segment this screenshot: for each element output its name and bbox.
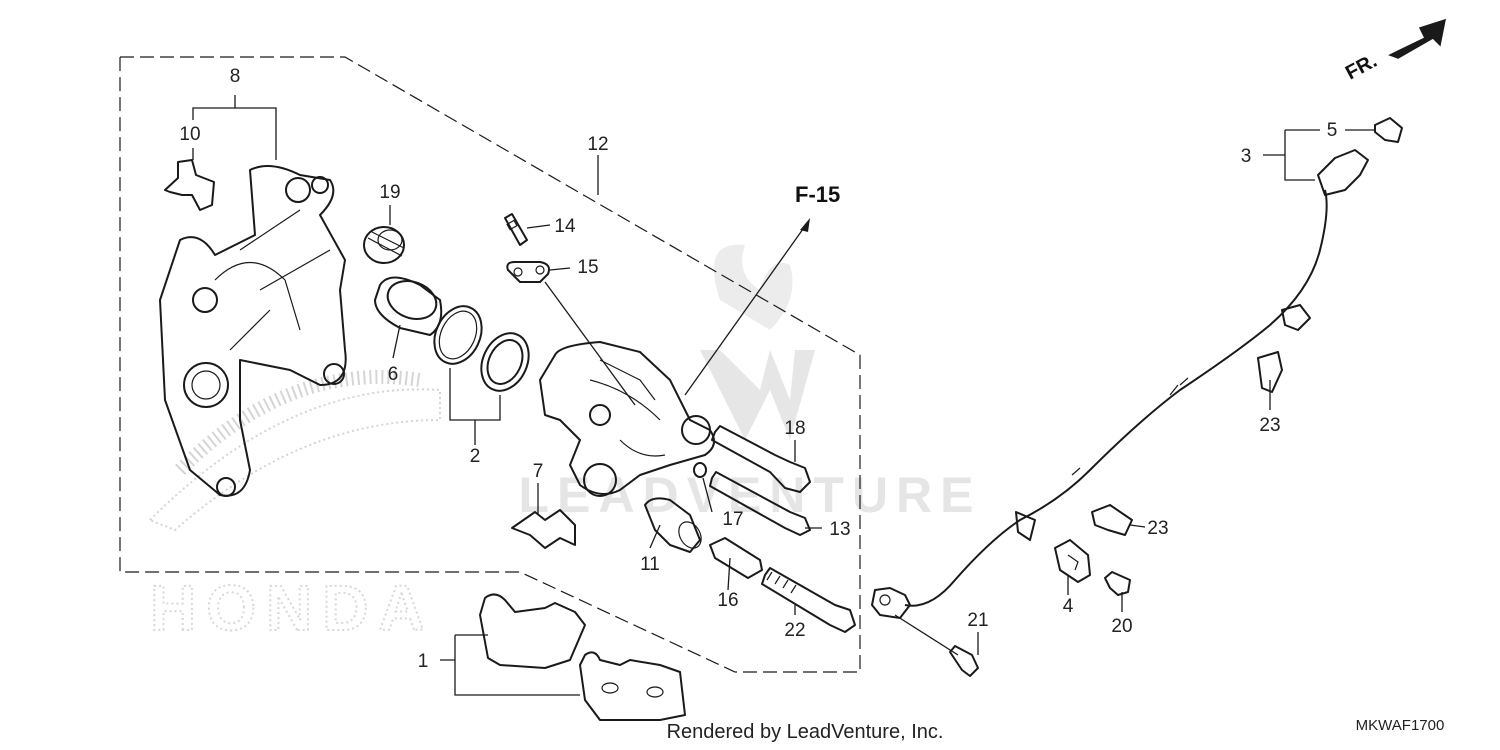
piston-part [374, 276, 443, 336]
callout-21: 21 [967, 610, 988, 631]
bleeder-screw-part [504, 213, 528, 246]
caliper-bracket-part [159, 165, 347, 497]
bracket-clip-part [164, 159, 215, 211]
honda-logo: HONDA [148, 369, 441, 645]
pad-spring-part [511, 509, 576, 549]
callout-20: 20 [1111, 616, 1132, 637]
callout-22: 22 [784, 620, 805, 641]
callout-11: 11 [640, 554, 660, 575]
wire-clamp-part [1091, 351, 1283, 536]
front-direction-indicator: FR. [1342, 18, 1446, 85]
sensor-stay-part [1054, 539, 1091, 583]
callout-23-top: 23 [1259, 415, 1280, 436]
callout-5: 5 [1327, 120, 1338, 141]
callout-17: 17 [722, 509, 743, 530]
direction-label: FR. [1342, 50, 1381, 85]
callout-14: 14 [554, 216, 576, 237]
footer-credit: Rendered by LeadVenture, Inc. [667, 721, 944, 743]
callout-4: 4 [1063, 596, 1074, 617]
callout-23-mid: 23 [1147, 518, 1168, 539]
callout-3: 3 [1241, 146, 1252, 167]
diagram-code: MKWAF1700 [1356, 717, 1445, 734]
callout-7: 7 [533, 461, 544, 482]
caliper-pin-part [709, 471, 811, 536]
callout-10: 10 [179, 124, 200, 145]
callout-2: 2 [470, 446, 481, 467]
callout-12: 12 [587, 134, 608, 155]
callout-15: 15 [577, 257, 598, 278]
callout-8: 8 [230, 66, 241, 87]
connector-cap-part [1374, 117, 1403, 143]
sleeve-part [709, 537, 763, 579]
seal-set-part [433, 305, 530, 392]
bleeder-cap-part [506, 261, 550, 283]
long-bolt-part [761, 567, 856, 633]
washer-part [693, 462, 707, 478]
caliper-body-part [539, 341, 715, 497]
stay-bolt-part [1104, 571, 1131, 596]
callout-19: 19 [379, 182, 400, 203]
callout-18: 18 [784, 418, 805, 439]
callout-16: 16 [717, 590, 738, 611]
brake-pads-part [479, 593, 686, 721]
sensor-bolt-part [949, 645, 979, 677]
f15-reference: F-15 [684, 182, 840, 396]
leader-lines [192, 95, 1375, 696]
watermark-text: LEADVENTURE [518, 467, 981, 523]
callout-labels: 8 10 19 6 2 12 14 15 7 11 16 17 18 13 22… [179, 66, 1337, 672]
callout-1: 1 [418, 651, 429, 672]
callout-6: 6 [388, 364, 399, 385]
reference-label: F-15 [795, 182, 840, 207]
callout-13: 13 [829, 519, 850, 540]
wheel-speed-sensor-part [871, 149, 1369, 619]
pin-boot-part [644, 497, 702, 553]
honda-logo-text: HONDA [150, 572, 435, 644]
piston-boot-part [363, 226, 405, 264]
assembly-boundary [119, 56, 861, 673]
pin-bolt-part [711, 425, 811, 493]
watermark: LEADVENTURE [518, 244, 981, 523]
